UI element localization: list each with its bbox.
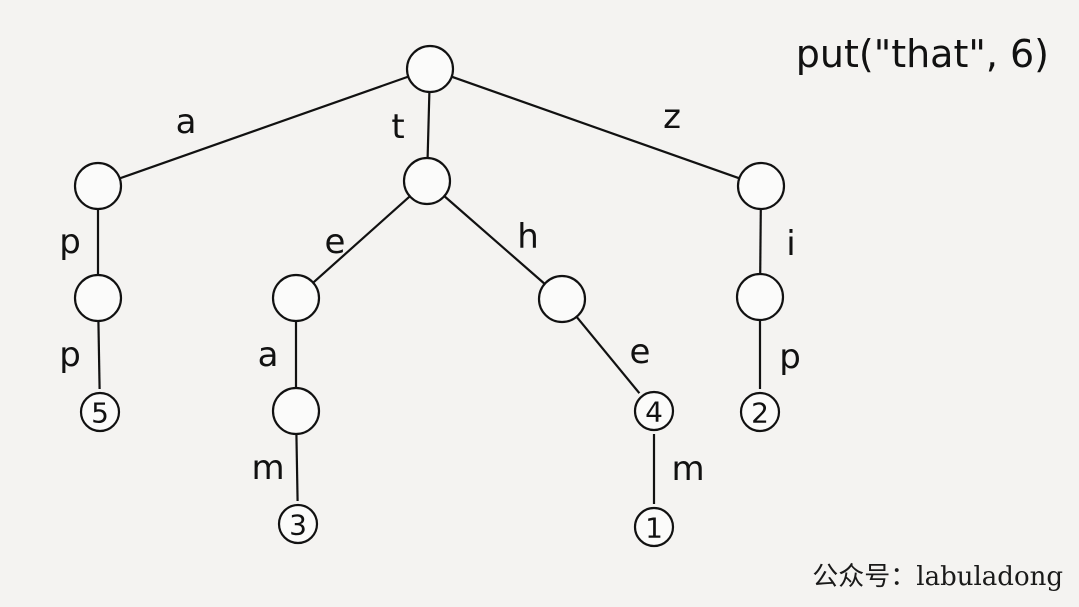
trie-node-te xyxy=(271,273,321,323)
node-circle-th xyxy=(537,274,587,324)
node-circle-z xyxy=(736,161,786,211)
node-circle-the xyxy=(633,390,675,432)
edge-labels-layer: a t z p p e a m h e m i p xyxy=(59,97,801,489)
trie-edge-tea-team xyxy=(295,433,299,502)
edge-label-t-te: e xyxy=(325,222,346,262)
edge-label-root-a: a xyxy=(176,102,197,142)
edge-label-root-t: t xyxy=(391,107,404,147)
node-value-the: 4 xyxy=(645,396,663,429)
node-circle-team xyxy=(277,503,319,545)
trie-node-t xyxy=(402,156,452,206)
operation-caption: put("that", 6) xyxy=(795,32,1049,76)
edge-label-z-zi: i xyxy=(786,224,795,264)
trie-edge-ap-app xyxy=(97,320,101,390)
trie-edge-root-t xyxy=(426,91,431,159)
edge-label-th-the: e xyxy=(630,332,651,372)
trie-node-a xyxy=(73,161,123,211)
node-circle-ap xyxy=(73,273,123,323)
trie-edge-root-a xyxy=(119,75,409,180)
edge-label-root-z: z xyxy=(663,97,681,137)
trie-node-tea xyxy=(271,386,321,436)
trie-edge-root-z xyxy=(451,75,740,180)
trie-node-zi xyxy=(735,272,785,322)
edge-label-tea-team: m xyxy=(251,448,284,488)
trie-node-app: 5 xyxy=(79,391,121,433)
watermark-text: 公众号：labuladong xyxy=(812,562,1063,592)
node-value-app: 5 xyxy=(91,397,109,430)
edge-label-ap-app: p xyxy=(59,335,81,375)
node-circle-them xyxy=(633,506,675,548)
node-circle-a xyxy=(73,161,123,211)
trie-edge-z-zi xyxy=(759,208,762,275)
trie-edge-t-th xyxy=(443,195,546,285)
trie-node-them: 1 xyxy=(633,506,675,548)
node-circle-te xyxy=(271,273,321,323)
trie-edge-th-the xyxy=(575,316,641,394)
node-value-zip: 2 xyxy=(751,397,769,430)
trie-node-the: 4 xyxy=(633,390,675,432)
node-value-team: 3 xyxy=(289,509,307,542)
node-circle-app xyxy=(79,391,121,433)
trie-node-th xyxy=(537,274,587,324)
trie-node-ap xyxy=(73,273,123,323)
edge-label-te-tea: a xyxy=(258,335,279,375)
node-circle-t xyxy=(402,156,452,206)
node-circle-zi xyxy=(735,272,785,322)
trie-node-team: 3 xyxy=(277,503,319,545)
edge-label-zi-zip: p xyxy=(779,337,801,377)
edges-layer xyxy=(96,75,762,504)
edge-label-a-ap: p xyxy=(59,222,81,262)
trie-edge-t-te xyxy=(312,195,411,284)
edge-label-t-th: h xyxy=(517,217,539,257)
trie-node-zip: 2 xyxy=(739,391,781,433)
node-circle-tea xyxy=(271,386,321,436)
node-circle-root xyxy=(405,44,455,94)
nodes-layer: 5 3 4 1 2 xyxy=(73,44,786,548)
node-value-them: 1 xyxy=(645,512,663,545)
trie-node-z xyxy=(736,161,786,211)
edge-label-the-them: m xyxy=(671,449,704,489)
node-circle-zip xyxy=(739,391,781,433)
trie-node-root xyxy=(405,44,455,94)
